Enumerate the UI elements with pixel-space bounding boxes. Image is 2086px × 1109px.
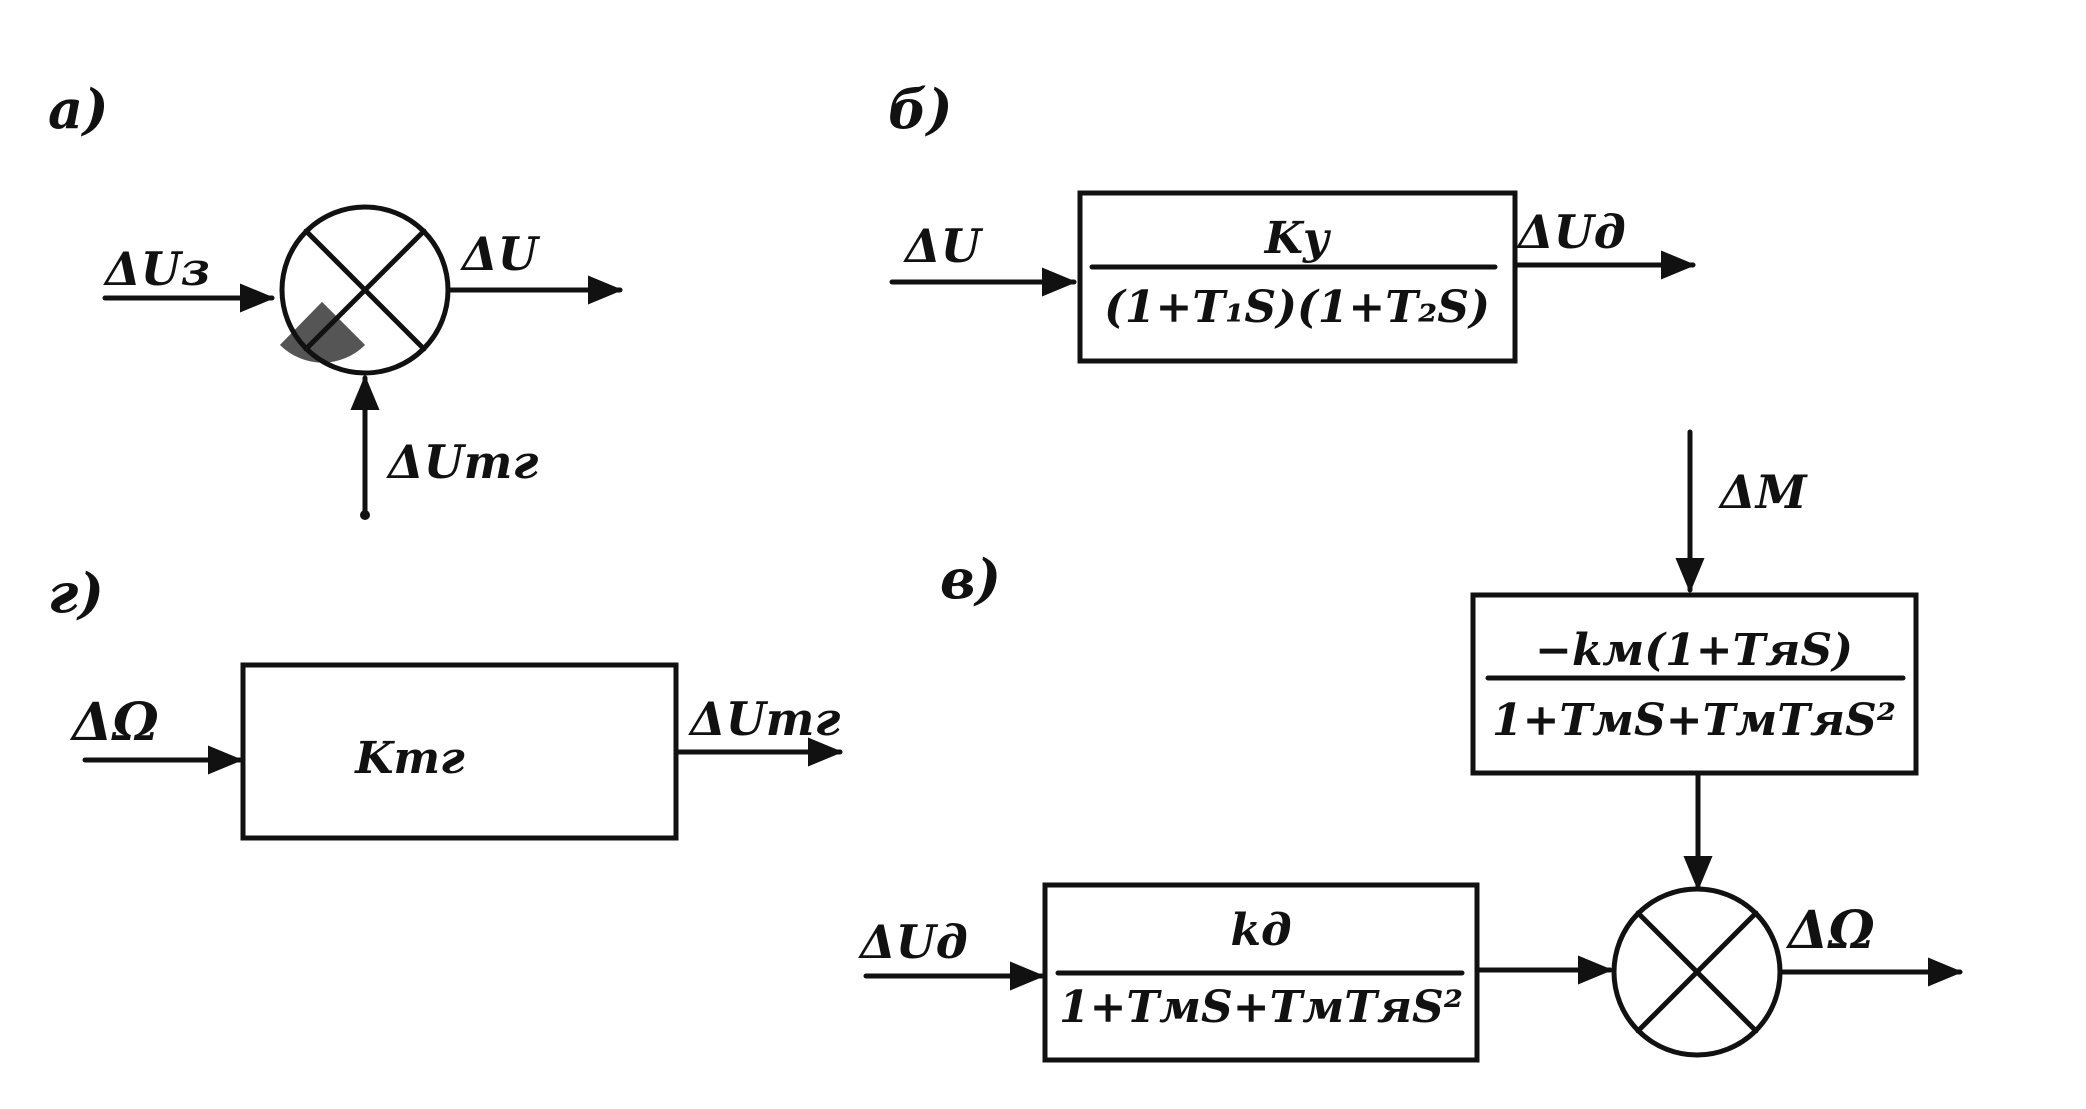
disturbance-denominator: 1+TмS+TмTяS² [1492,695,1896,746]
panel-b: б) ΔU Kу (1+T₁S)(1+T₂S) ΔUд [888,77,1696,364]
output-label-g: ΔUтг [688,692,840,746]
amplifier-block [1077,190,1518,364]
panel-v: в) ΔM −kм(1+TяS) 1+TмS+TмTяS² ΔUд kд 1+T… [858,429,1963,1063]
feedback-label-a: ΔUтг [386,435,538,489]
motor-denominator: 1+TмS+TмTяS² [1059,982,1463,1033]
input-label-b: ΔU [903,219,984,273]
tachogenerator-gain: Kтг [353,733,465,784]
amplifier-denominator: (1+T₁S)(1+T₂S) [1104,282,1490,333]
disturbance-block [1470,592,1919,776]
panel-g: г) ΔΩ Kтг ΔUтг [48,561,843,841]
output-label-v: ΔΩ [1785,900,1875,961]
output-label-b: ΔUд [1516,205,1626,259]
input-label-a: ΔUз [103,242,210,296]
input-label-g: ΔΩ [69,692,159,753]
output-label-a: ΔU [460,227,541,281]
summing-junction-v [1611,886,1783,1058]
panel-g-tag: г) [48,561,104,625]
summing-junction-a [279,204,451,376]
motor-numerator: kд [1230,905,1291,956]
disturbance-label: ΔM [1718,465,1809,519]
panel-a: a) ΔUз ΔU ΔUтг [48,77,623,520]
amplifier-numerator: Kу [1263,213,1332,264]
panel-b-tag: б) [888,77,953,141]
panel-v-tag: в) [940,547,1001,611]
input-label-v: ΔUд [858,915,968,969]
panel-a-tag: a) [48,77,109,141]
disturbance-numerator: −kм(1+TяS) [1535,625,1853,676]
